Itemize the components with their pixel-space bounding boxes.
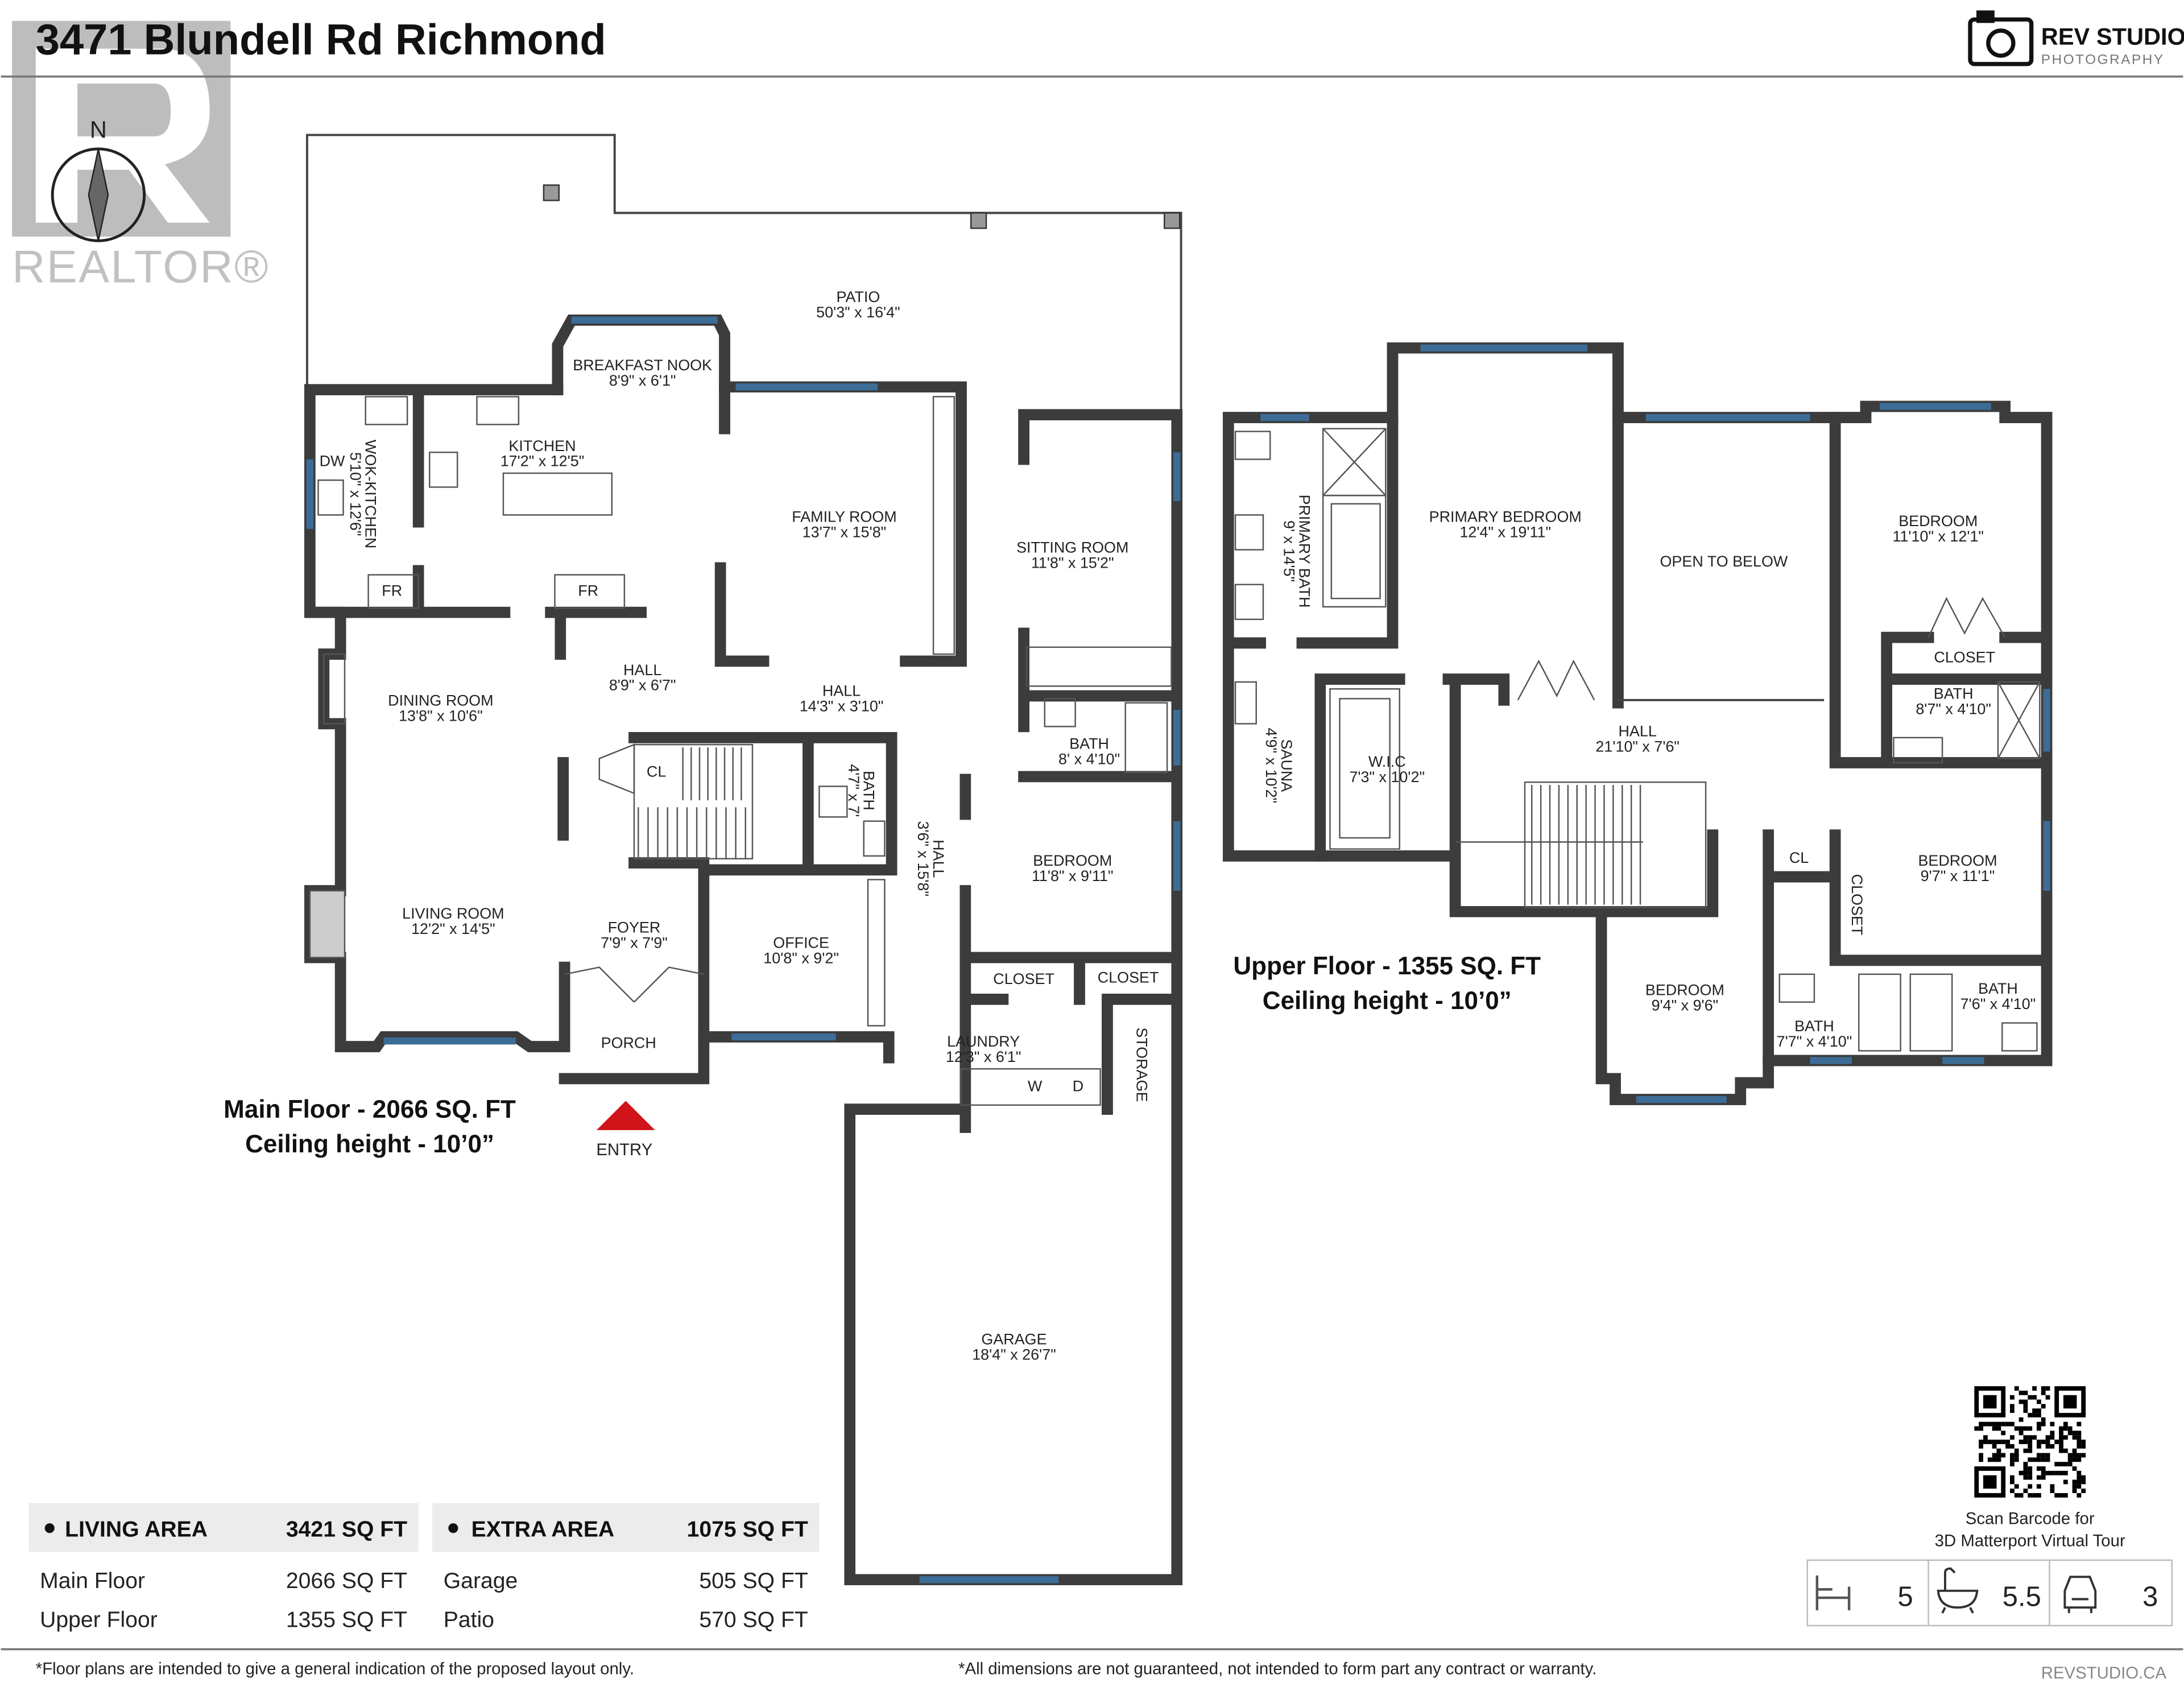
stair-outline (1524, 781, 1707, 908)
fixture-label: CLOSET (1098, 969, 1159, 986)
compass-icon: N (51, 116, 146, 242)
fixture-label: FR (382, 582, 402, 599)
fixture-label: CL (647, 763, 666, 780)
main-floor-area-value: 2066 SQ FT (286, 1569, 407, 1593)
area-summary-table: LIVING AREA 3421 SQ FT EXTRA AREA 1075 S… (28, 1503, 820, 1632)
fixture-label: CL (1789, 849, 1809, 866)
qr-caption-1: Scan Barcode for (1966, 1509, 2095, 1528)
rev-studio-logo: REV STUDIO PHOTOGRAPHY (1968, 10, 2184, 68)
garage-area-value: 505 SQ FT (699, 1569, 808, 1593)
fixture-label: CLOSET (1934, 649, 1995, 666)
fixture-label: CLOSET (1848, 874, 1866, 936)
extra-area-total: 1075 SQ FT (687, 1517, 808, 1541)
garage-count: 3 (2142, 1582, 2158, 1613)
living-area-label: LIVING AREA (65, 1517, 208, 1541)
fixture-label: STORAGE (1133, 1027, 1150, 1102)
fixture-label: W (1028, 1077, 1043, 1094)
bedrooms-count: 5 (1897, 1582, 1913, 1613)
bed-icon (1815, 1575, 1851, 1611)
fixture-label: PORCH (601, 1035, 656, 1052)
qr-caption-2: 3D Matterport Virtual Tour (1935, 1532, 2125, 1551)
website-link[interactable]: REVSTUDIO.CA (2041, 1664, 2167, 1682)
fixture-label: FR (578, 582, 598, 599)
room-label: WOK-KITCHEN5'10" x 12'6" (347, 440, 379, 548)
disclaimer-layout: *Floor plans are intended to give a gene… (36, 1660, 634, 1678)
bathrooms-count: 5.5 (2003, 1582, 2041, 1613)
qr-code[interactable] (1974, 1386, 2086, 1498)
svg-text:PHOTOGRAPHY: PHOTOGRAPHY (2041, 52, 2165, 68)
room-label: SAUNA4'9" x 10'2" (1263, 727, 1295, 803)
main-staircase (633, 743, 754, 859)
windows (306, 316, 1181, 1583)
fixtures (309, 396, 1172, 1106)
main-floor-area-label: Main Floor (40, 1569, 145, 1593)
windows (1260, 344, 2050, 1103)
page-title: 3471 Blundell Rd Richmond (36, 15, 606, 64)
entry-label: ENTRY (596, 1140, 652, 1159)
fixture-label: DW (320, 453, 345, 470)
fixture-label: CLOSET (993, 970, 1054, 987)
bathtub-icon (1937, 1567, 1979, 1614)
main-floor-caption: Main Floor - 2066 SQ. FT (224, 1095, 516, 1123)
upper-floor-area-label: Upper Floor (40, 1607, 158, 1632)
fixture-label: D (1073, 1077, 1083, 1094)
disclaimer-dimensions: *All dimensions are not guaranteed, not … (958, 1660, 1596, 1678)
room-label: BATH4'7" x 7' (845, 764, 878, 817)
patio-area-value: 570 SQ FT (699, 1607, 808, 1632)
camera-icon (1968, 10, 2034, 67)
fixtures (1234, 428, 2041, 1052)
room-label: OPEN TO BELOW (1660, 553, 1788, 570)
room-label: PRIMARY BATH9' x 14'5" (1281, 495, 1313, 608)
stair-outline (633, 743, 754, 859)
car-icon (2063, 1576, 2097, 1613)
main-floor-ceiling: Ceiling height - 10’0” (245, 1130, 494, 1158)
patio-outline (305, 134, 1182, 415)
upper-staircase (1455, 781, 1707, 908)
room-label: HALL3'6" x 15'8" (915, 821, 947, 896)
realtor-watermark: REALTOR® (12, 20, 270, 293)
svg-text:REV STUDIO: REV STUDIO (2041, 23, 2184, 49)
property-stats: 5 5.5 3 (1806, 1559, 2173, 1627)
patio-area-label: Patio (444, 1607, 494, 1632)
realtor-wordmark: REALTOR® (12, 242, 270, 293)
upper-floor-ceiling: Ceiling height - 10’0” (1263, 987, 1512, 1015)
garage-area-label: Garage (444, 1569, 518, 1593)
living-area-total: 3421 SQ FT (286, 1517, 407, 1541)
entry-arrow-icon (596, 1101, 655, 1130)
upper-floor-caption: Upper Floor - 1355 SQ. FT (1233, 952, 1541, 980)
extra-area-label: EXTRA AREA (471, 1517, 615, 1541)
svg-text:N: N (90, 116, 107, 143)
upper-floor-area-value: 1355 SQ FT (286, 1607, 407, 1632)
